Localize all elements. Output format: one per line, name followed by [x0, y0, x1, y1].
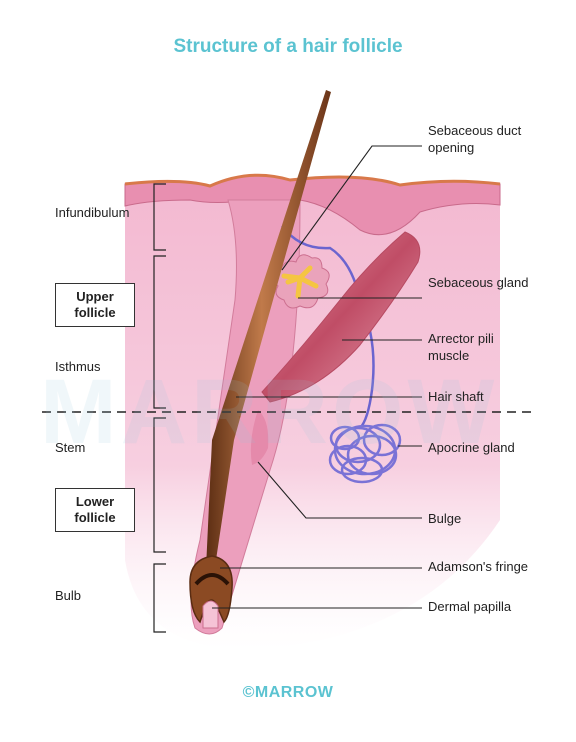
label-apocrine-gland: Apocrine gland: [428, 440, 515, 455]
label-bulb: Bulb: [55, 588, 82, 603]
label-lower-follicle: Lower follicle: [55, 488, 135, 532]
label-infundibulum: Infundibulum: [55, 205, 130, 220]
label-upper-follicle: Upper follicle: [55, 283, 135, 327]
arrector-pili: [261, 231, 421, 403]
dermal-papilla: [202, 600, 219, 629]
hair-bulb: [189, 555, 233, 624]
watermark: MARROW: [40, 361, 499, 463]
apocrine-gland: [328, 423, 402, 484]
label-stem: Stem: [55, 440, 86, 455]
diagram-title: Structure of a hair follicle: [173, 36, 403, 57]
footer-logo: ©MARROW: [242, 684, 334, 701]
label-sebaceous-duct-opening: Sebaceous duct opening: [428, 123, 522, 155]
label-bulge: Bulge: [428, 511, 462, 526]
left-brackets: [153, 183, 166, 633]
leader-lines: [212, 145, 422, 609]
label-hair-shaft: Hair shaft: [428, 389, 484, 404]
bulge: [250, 410, 269, 465]
label-dermal-papilla: Dermal papilla: [428, 599, 512, 614]
label-arrector-pili-muscle: Arrector pili muscle: [428, 331, 494, 363]
label-sebaceous-gland: Sebaceous gland: [428, 275, 529, 290]
label-isthmus: Isthmus: [55, 359, 101, 374]
label-adamsons-fringe: Adamson's fringe: [428, 559, 529, 574]
